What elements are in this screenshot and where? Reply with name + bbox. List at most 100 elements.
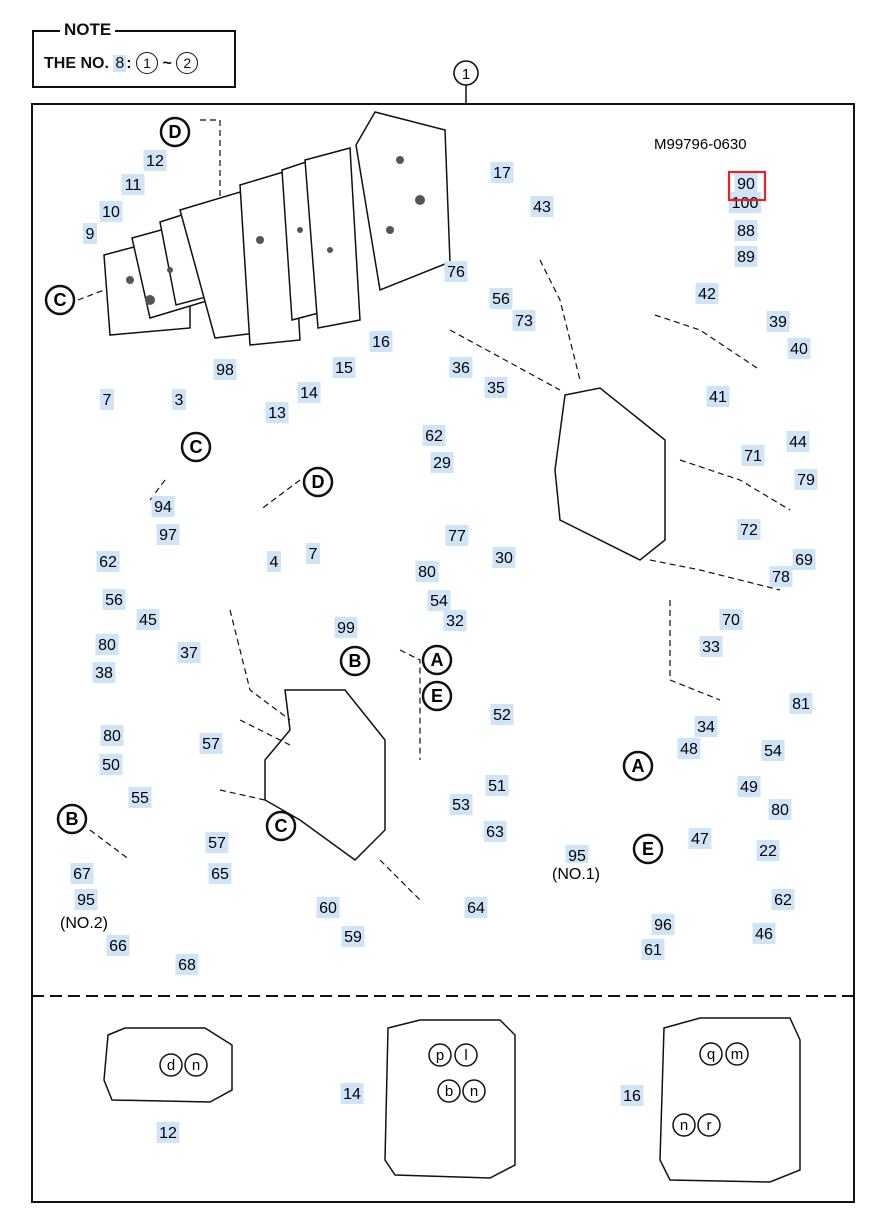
part-label: 90 (737, 176, 755, 193)
bottom-letter-text: b (445, 1083, 453, 1100)
part-label-bg (213, 359, 237, 380)
part-label-bg (143, 150, 167, 171)
note-box: NOTE THE NO. 8: 1 ~ 2 (32, 20, 236, 88)
part-label: 49 (740, 779, 758, 796)
letter-circle (159, 116, 191, 148)
center-valve-body (264, 689, 386, 861)
letter-circle (44, 284, 76, 316)
part-label: 65 (211, 866, 229, 883)
note-number: 8 (113, 55, 127, 72)
part-label: 53 (452, 797, 470, 814)
part-label-bg (492, 547, 516, 568)
part-label-bg (430, 452, 454, 473)
part-label: 77 (448, 528, 466, 545)
bottom-letter-circle (437, 1079, 461, 1103)
part-label: 7 (309, 546, 318, 563)
part-label-bg (99, 754, 123, 775)
bottom-letter-text: n (470, 1083, 478, 1100)
part-label-bg (485, 775, 509, 796)
part-label-bg (464, 897, 488, 918)
part-label-bg (641, 939, 665, 960)
part-label: 62 (425, 428, 443, 445)
part-label: 72 (740, 522, 758, 539)
part-label: 60 (319, 900, 337, 917)
part-label-bg (177, 642, 201, 663)
part-label-bg (128, 787, 152, 808)
part-label-bg (489, 288, 513, 309)
part-label-bg (340, 1083, 364, 1104)
bottom-letter-text: d (167, 1057, 175, 1074)
bottom-letter-text: n (192, 1057, 200, 1074)
part-label: 80 (103, 728, 121, 745)
part-label-bg (677, 738, 701, 759)
bottom-letter-circle (672, 1113, 696, 1137)
part-label-bg (787, 338, 811, 359)
part-label: 37 (180, 645, 198, 662)
letter-circle (302, 466, 334, 498)
part-label-bg (100, 389, 114, 410)
part-label: 48 (680, 741, 698, 758)
letter-circle (632, 833, 664, 865)
part-label: 62 (99, 554, 117, 571)
part-label-bg (427, 590, 451, 611)
part-label-bg (530, 196, 554, 217)
part-label: 10 (102, 204, 120, 221)
bottom-letter-text: n (680, 1117, 688, 1134)
part-label: 29 (433, 455, 451, 472)
part-label-bg (156, 524, 180, 545)
part-label: 78 (772, 569, 790, 586)
part-label-bg (565, 845, 589, 866)
part-label: 100 (732, 195, 759, 212)
part-label: 70 (722, 612, 740, 629)
part-label: 95 (77, 892, 95, 909)
part-label: 13 (268, 405, 286, 422)
letter-text: D (169, 122, 182, 142)
letter-text: C (54, 290, 67, 310)
letter-text: B (66, 809, 79, 829)
letter-circle (622, 750, 654, 782)
part-label-bg (106, 935, 130, 956)
part-label: 3 (175, 392, 184, 409)
part-label: 17 (493, 165, 511, 182)
part-label: 51 (488, 778, 506, 795)
note-title: NOTE (60, 20, 116, 40)
part-label-bg (444, 261, 468, 282)
part-label: 97 (159, 527, 177, 544)
part-label: (NO.1) (552, 866, 600, 883)
part-label: 96 (654, 917, 672, 934)
bottom-letter-text: p (436, 1047, 444, 1064)
part-label: 7 (103, 392, 112, 409)
part-label: 89 (737, 249, 755, 266)
part-labels: 9010088891743121110976567316151413983423… (53, 150, 818, 1143)
part-label: 9 (86, 226, 95, 243)
plate-stack (103, 111, 451, 346)
bottom-letter-text: m (731, 1046, 744, 1063)
part-label: 61 (644, 942, 662, 959)
detail-16 (659, 1017, 801, 1183)
bottom-letter-text: l (464, 1047, 467, 1064)
part-label: 47 (691, 831, 709, 848)
note-colon: : (126, 55, 132, 72)
part-label: 41 (709, 389, 727, 406)
part-label-bg (545, 863, 607, 884)
part-label: 50 (102, 757, 120, 774)
part-label: 11 (125, 177, 142, 194)
part-label-bg (786, 431, 810, 452)
part-label: 43 (533, 199, 551, 216)
letter-text: A (632, 756, 645, 776)
part-label: 80 (771, 802, 789, 819)
part-label: 98 (216, 362, 234, 379)
part-label-bg (334, 617, 358, 638)
part-label-bg (484, 377, 508, 398)
part-label-bg (102, 589, 126, 610)
part-label: (NO.2) (60, 915, 108, 932)
part-label: 73 (515, 313, 533, 330)
part-label-bg (449, 794, 473, 815)
bottom-letter-circle (184, 1053, 208, 1077)
part-label-bg (83, 223, 97, 244)
part-label: 63 (486, 824, 504, 841)
letter-text: E (642, 839, 654, 859)
part-label-bg (768, 799, 792, 820)
